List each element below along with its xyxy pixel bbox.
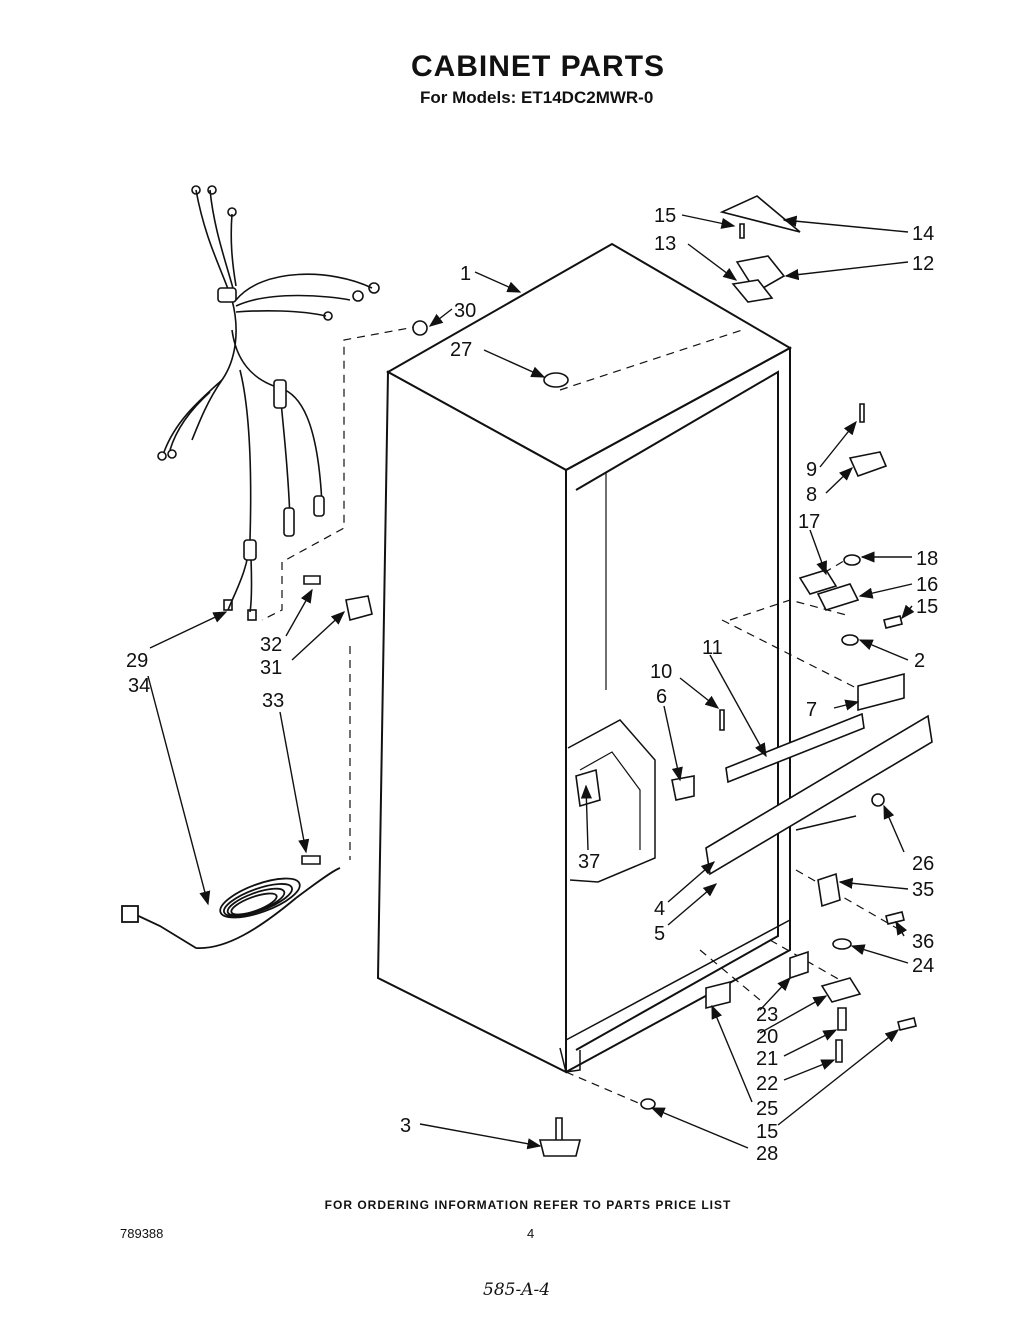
callout-5: 5 xyxy=(654,923,665,945)
page-title: CABINET PARTS xyxy=(410,50,666,83)
callout-32: 32 xyxy=(260,634,282,656)
callout-20: 20 xyxy=(756,1026,778,1048)
callout-14: 14 xyxy=(912,223,934,245)
callout-4: 4 xyxy=(654,898,665,920)
callout-30: 30 xyxy=(454,300,476,322)
callout-3: 3 xyxy=(400,1115,411,1137)
callout-31: 31 xyxy=(260,657,282,679)
callout-21: 21 xyxy=(756,1048,778,1070)
callout-36: 36 xyxy=(912,931,934,953)
callout-33: 33 xyxy=(262,690,284,712)
callout-23: 23 xyxy=(756,1004,778,1026)
callout-1: 1 xyxy=(460,263,471,285)
callout-28: 28 xyxy=(756,1143,778,1165)
callout-29: 29 xyxy=(126,650,148,672)
callout-10: 10 xyxy=(650,661,672,683)
page-number: 4 xyxy=(527,1226,535,1241)
callout-13: 13 xyxy=(654,233,676,255)
document-number: 789388 xyxy=(120,1226,164,1241)
callout-6: 6 xyxy=(656,686,667,708)
callout-37: 37 xyxy=(578,851,600,873)
callout-25: 25 xyxy=(756,1098,778,1120)
hardware-parts xyxy=(301,195,933,1157)
power-cord xyxy=(121,867,341,949)
callout-15-mid: 15 xyxy=(916,596,938,618)
cabinet-body xyxy=(376,242,793,1074)
callout-11: 11 xyxy=(702,637,723,659)
callout-15-bottom: 15 xyxy=(756,1121,778,1143)
callout-12: 12 xyxy=(912,253,934,275)
wiring-harness xyxy=(157,185,380,621)
callout-24: 24 xyxy=(912,955,934,977)
callout-35: 35 xyxy=(912,879,934,901)
callout-9: 9 xyxy=(806,459,817,481)
callout-labels: 1 27 30 15 13 14 12 9 8 17 18 16 15 2 11… xyxy=(126,205,938,1165)
callout-34: 34 xyxy=(128,675,150,697)
callout-8: 8 xyxy=(806,484,817,506)
model-subtitle: For Models: ET14DC2MWR-0 xyxy=(420,88,654,107)
callout-17: 17 xyxy=(798,511,820,533)
callout-7: 7 xyxy=(806,699,817,721)
callout-leaders xyxy=(147,214,915,1150)
ordering-note: FOR ORDERING INFORMATION REFER TO PARTS … xyxy=(324,1198,732,1212)
callout-26: 26 xyxy=(912,853,934,875)
callout-2: 2 xyxy=(914,650,925,672)
callout-15-top: 15 xyxy=(654,205,676,227)
handwritten-note: 585-A-4 xyxy=(483,1280,551,1300)
callout-27: 27 xyxy=(450,339,472,361)
callout-22: 22 xyxy=(756,1073,778,1095)
callout-18: 18 xyxy=(916,548,938,570)
callout-16: 16 xyxy=(916,574,938,596)
